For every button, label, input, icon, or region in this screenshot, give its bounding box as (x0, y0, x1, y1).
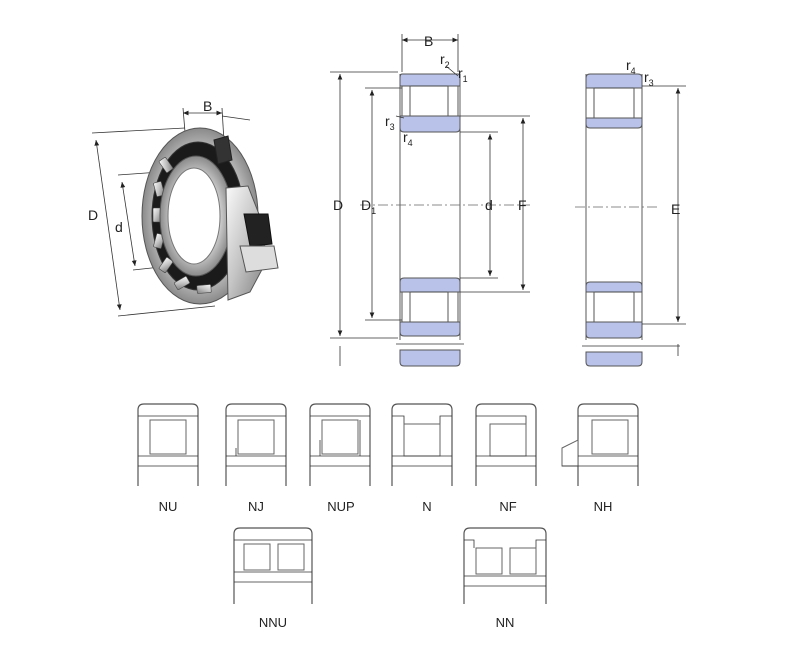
type-NJ: NJ (225, 403, 287, 514)
label-r4-right: r4 (626, 57, 636, 76)
d-dimension-line (120, 181, 137, 267)
r2-leader (445, 65, 459, 77)
d-ext-top (91, 127, 186, 134)
cross-section-right: E r4 r3 (575, 57, 686, 367)
cutaway-top (213, 135, 233, 165)
rollers (152, 157, 212, 294)
right-inner-bottom (585, 281, 643, 293)
label-r3-right: r3 (644, 69, 654, 88)
type-label-NUP: NUP (327, 499, 354, 514)
label-B-3d: B (203, 98, 212, 114)
type-NH: NH (561, 403, 639, 514)
type-NU: NU (137, 403, 199, 514)
inner-ring-bottom (399, 277, 461, 293)
label-r3: r3 (385, 113, 395, 132)
rib-top-left (401, 85, 411, 117)
rib-bottom-right (447, 291, 459, 323)
B-ext-left (182, 107, 186, 133)
type-label-NJ: NJ (248, 499, 264, 514)
label-D: D (333, 197, 343, 213)
type-label-NU: NU (159, 499, 178, 514)
rib-bottom-left (401, 291, 411, 323)
label-d: d (485, 197, 493, 213)
type-NN: NN (463, 527, 547, 630)
type-label-NF: NF (499, 499, 516, 514)
right-outer-ring-top (585, 73, 643, 89)
label-B: B (424, 33, 433, 49)
bearing-types: NU NJ NUP N (137, 403, 639, 630)
right-roller-bottom (593, 291, 635, 323)
B-leader (221, 115, 251, 121)
type-NUP: NUP (309, 403, 371, 514)
bore (167, 167, 221, 265)
outer-ring-top (399, 73, 461, 87)
label-F: F (518, 197, 527, 213)
r3-leader (395, 115, 405, 119)
type-label-NN: NN (496, 615, 515, 630)
type-label-NNU: NNU (259, 615, 287, 630)
label-r4: r4 (403, 129, 413, 148)
right-roller-top (593, 87, 635, 119)
label-E: E (671, 201, 680, 217)
outer-ring-lower-partial (399, 349, 461, 367)
type-NF: NF (475, 403, 537, 514)
right-rib-bottom-left (585, 291, 595, 323)
right-rib-top-left (585, 87, 595, 119)
cross-section-main: B D D1 d F r2 r1 r3 r4 (330, 33, 530, 367)
label-r2: r2 (440, 51, 450, 70)
outer-ring-bottom (399, 321, 461, 337)
inner-ring-top (399, 115, 461, 133)
right-rib-top-right (633, 87, 643, 119)
type-label-NH: NH (594, 499, 613, 514)
type-label-N: N (422, 499, 431, 514)
cutaway-roller (243, 213, 273, 247)
bearing-3d-illustration: B D d (88, 98, 279, 317)
right-outer-ring-bottom (585, 321, 643, 339)
roller-bottom (407, 291, 449, 323)
label-d-3d: d (115, 219, 123, 235)
d-ext-bottom (117, 305, 216, 317)
type-NNU: NNU (233, 527, 313, 630)
right-inner-top (585, 117, 643, 129)
label-D-3d: D (88, 207, 98, 223)
D-dimension-line (94, 139, 122, 311)
cutaway-inner-section (239, 245, 279, 273)
right-rib-bottom-right (633, 291, 643, 323)
label-r1: r1 (458, 65, 468, 84)
right-outer-lower-partial (585, 351, 643, 367)
type-N: N (391, 403, 453, 514)
roller-top (407, 85, 449, 117)
rib-top-right (447, 85, 459, 117)
label-D1: D1 (361, 197, 376, 216)
